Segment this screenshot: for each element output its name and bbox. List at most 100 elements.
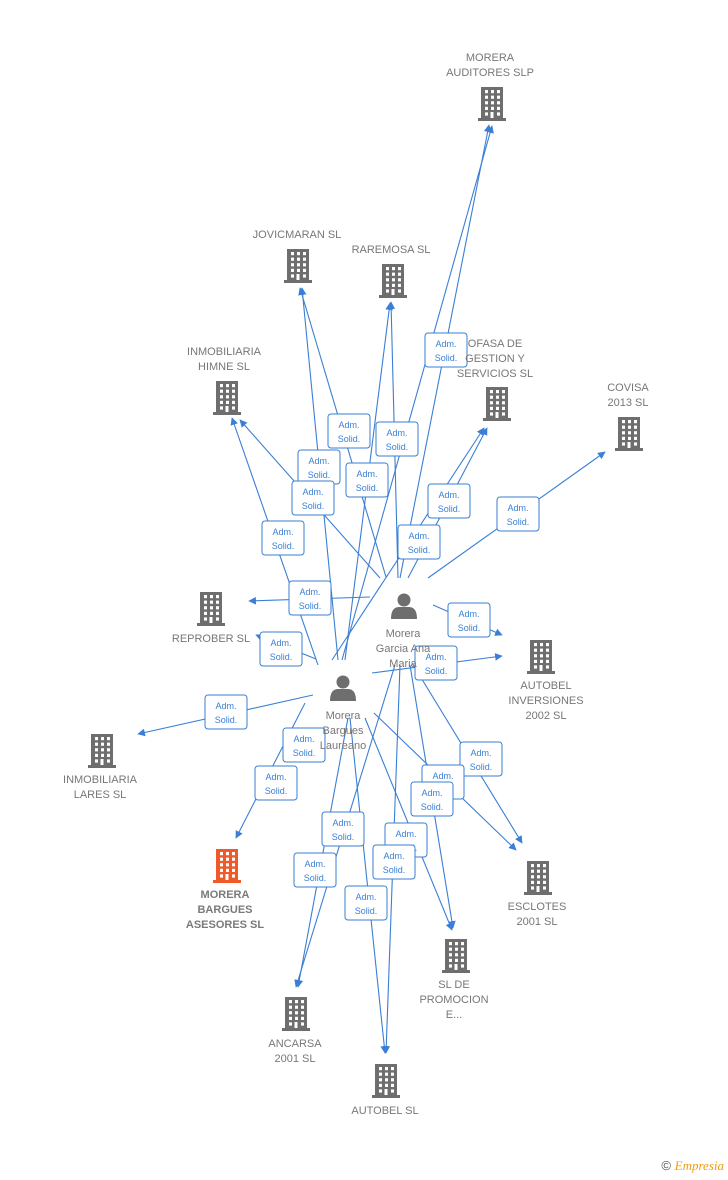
node-label-line: SL DE [438, 979, 469, 991]
building-icon [442, 939, 470, 973]
node-label-line: Laureano [320, 740, 367, 752]
building-icon [213, 849, 241, 883]
company-node-esclotes[interactable]: ESCLOTES 2001 SL [508, 861, 567, 928]
building-icon [282, 997, 310, 1031]
relation-label-24[interactable]: Adm.Solid. [293, 852, 337, 888]
relation-label-line: Adm. [386, 428, 407, 438]
relation-label-line: Adm. [265, 772, 286, 782]
node-label-line: AUDITORES SLP [446, 67, 534, 79]
node-label-line: AUTOBEL [520, 680, 571, 692]
node-label-line: Morera [326, 710, 362, 722]
relation-label-box [424, 332, 468, 368]
relation-label-line: Adm. [338, 420, 359, 430]
relation-label-20[interactable]: Adm.Solid. [410, 781, 454, 817]
relation-label-line: Adm. [421, 788, 442, 798]
company-node-reprober[interactable]: REPROBER SL [172, 592, 250, 645]
building-icon [478, 87, 506, 121]
relation-label-line: Solid. [304, 873, 327, 883]
relation-label-23[interactable]: Adm.Solid. [372, 844, 416, 880]
node-label-line: 2002 SL [526, 710, 567, 722]
node-label-line: HIMNE SL [198, 361, 250, 373]
node-label-line: PROMOCION [419, 994, 488, 1006]
relation-label-line: Adm. [408, 531, 429, 541]
company-node-raremosa[interactable]: RAREMOSA SL [352, 244, 431, 298]
relation-label-line: Solid. [383, 865, 406, 875]
relation-label-line: Solid. [293, 748, 316, 758]
relation-label-18[interactable]: Adm.Solid. [459, 741, 503, 777]
relation-label-box [344, 885, 388, 921]
relation-label-line: Adm. [272, 527, 293, 537]
node-label-line: LARES SL [74, 789, 127, 801]
building-icon [197, 592, 225, 626]
node-label-line: INMOBILIARIA [187, 346, 262, 358]
relation-label-6[interactable]: Adm.Solid. [291, 480, 335, 516]
relation-label-13[interactable]: Adm.Solid. [259, 631, 303, 667]
person-icon [391, 593, 417, 619]
relation-label-line: Solid. [356, 483, 379, 493]
node-label-line: AUTOBEL SL [351, 1105, 418, 1117]
company-node-autobel[interactable]: AUTOBEL SL [351, 1064, 419, 1117]
relation-label-25[interactable]: Adm.Solid. [344, 885, 388, 921]
company-node-lares[interactable]: INMOBILIARIA LARES SL [63, 734, 138, 801]
relation-label-11[interactable]: Adm.Solid. [288, 580, 332, 616]
relation-label-box [321, 811, 365, 847]
relation-label-line: Adm. [435, 339, 456, 349]
relation-label-21[interactable]: Adm.Solid. [321, 811, 365, 847]
relation-label-line: Solid. [458, 623, 481, 633]
relation-label-7[interactable]: Adm.Solid. [427, 483, 471, 519]
relation-label-16[interactable]: Adm.Solid. [282, 727, 326, 763]
relation-label-line: Solid. [470, 762, 493, 772]
building-icon [372, 1064, 400, 1098]
node-label-line: ESCLOTES [508, 901, 567, 913]
node-label-line: OFASA DE [468, 338, 522, 350]
relation-label-2[interactable]: Adm. Solid. [327, 413, 371, 449]
relation-label-8[interactable]: Adm.Solid. [261, 520, 305, 556]
relation-label-box [414, 645, 458, 681]
node-label-line: E... [446, 1009, 463, 1021]
relation-label-1[interactable]: Adm.Solid. [424, 332, 468, 368]
relation-label-line: Solid. [270, 652, 293, 662]
relation-label-3[interactable]: Adm.Solid. [375, 421, 419, 457]
relation-label-line: Adm. [302, 487, 323, 497]
building-icon [379, 264, 407, 298]
footer-brand[interactable]: © Empresia [661, 1158, 724, 1174]
relation-label-14[interactable]: Adm.Solid. [414, 645, 458, 681]
relation-label-box [288, 580, 332, 616]
relation-label-10[interactable]: Adm.Solid. [397, 524, 441, 560]
nodes-layer: MORERA AUDITORES SLP JOVICMARAN SLRAREMOSA… [63, 52, 649, 1117]
relation-label-12[interactable]: Adm.Solid. [447, 602, 491, 638]
company-node-autobel_inv[interactable]: AUTOBEL INVERSIONES 2002 SL [508, 640, 584, 722]
relation-label-line: Solid. [215, 715, 238, 725]
node-label-line: MORERA [466, 52, 515, 64]
node-label-line: 2001 SL [275, 1053, 316, 1065]
relation-label-box [372, 844, 416, 880]
node-label-line: COVISA [607, 382, 649, 394]
relation-label-4[interactable]: Adm.Solid. [297, 449, 341, 485]
relation-label-17[interactable]: Adm.Solid. [254, 765, 298, 801]
relation-label-9[interactable]: Adm.Solid. [496, 496, 540, 532]
relation-label-line: Solid. [338, 434, 361, 444]
company-node-himne[interactable]: INMOBILIARIA HIMNE SL [187, 346, 262, 415]
relation-label-5[interactable]: Adm.Solid. [345, 462, 389, 498]
relation-label-15[interactable]: Adm. Solid. [204, 694, 248, 730]
relation-label-line: Solid. [299, 601, 322, 611]
company-node-promocion[interactable]: SL DE PROMOCION E... [419, 939, 489, 1021]
node-label-line: Maria [389, 658, 417, 670]
relation-label-box [345, 462, 389, 498]
relation-label-box [327, 413, 371, 449]
node-label-line: INMOBILIARIA [63, 774, 138, 786]
node-label-line: 2001 SL [517, 916, 558, 928]
relation-label-box [427, 483, 471, 519]
relation-label-line: Adm. [355, 892, 376, 902]
company-node-auditores[interactable]: MORERA AUDITORES SLP [446, 52, 534, 121]
relation-label-line: Adm. [332, 818, 353, 828]
node-label-line: INVERSIONES [508, 695, 583, 707]
relation-label-line: Adm. [215, 701, 236, 711]
company-node-jovic[interactable]: JOVICMARAN SL [253, 229, 342, 283]
